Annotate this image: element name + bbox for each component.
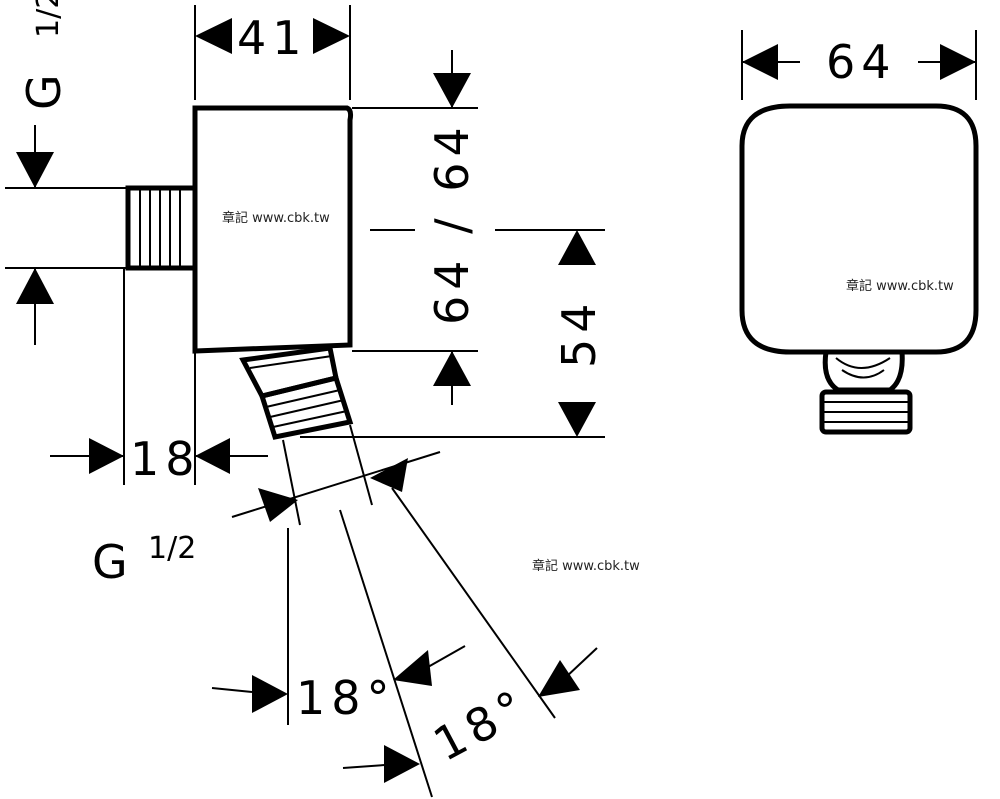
- thread-inlet-label: G: [17, 68, 71, 110]
- side-view: 41 64 / 64 54 G 1/2 18: [5, 0, 606, 798]
- thread-outlet-label: G: [92, 535, 134, 589]
- watermark-3: 章記 www.cbk.tw: [532, 558, 640, 574]
- dim-side-height: 64 / 64: [425, 121, 479, 325]
- side-body-outline: [192, 105, 354, 354]
- inlet-threads: [139, 188, 181, 268]
- dim-front-width: 64: [826, 35, 897, 89]
- front-body-outline: [739, 103, 979, 355]
- dim-top-width: 41: [237, 11, 308, 65]
- front-view: 64: [739, 30, 979, 435]
- front-connector: [819, 351, 913, 435]
- watermark-2: 章記 www.cbk.tw: [846, 278, 954, 294]
- thread-outlet-fraction: 1/2: [148, 531, 196, 566]
- inlet-nipple: [125, 185, 198, 271]
- thread-inlet-fraction: 1/2: [31, 0, 66, 38]
- watermark-1: 章記 www.cbk.tw: [222, 210, 330, 226]
- angle-2-label: 18°: [425, 677, 538, 771]
- dim-inlet-depth: 18: [130, 432, 201, 486]
- dim-outlet-height: 54: [552, 297, 606, 368]
- angle-1-label: 18°: [296, 671, 396, 725]
- outlet-connector: [239, 345, 354, 440]
